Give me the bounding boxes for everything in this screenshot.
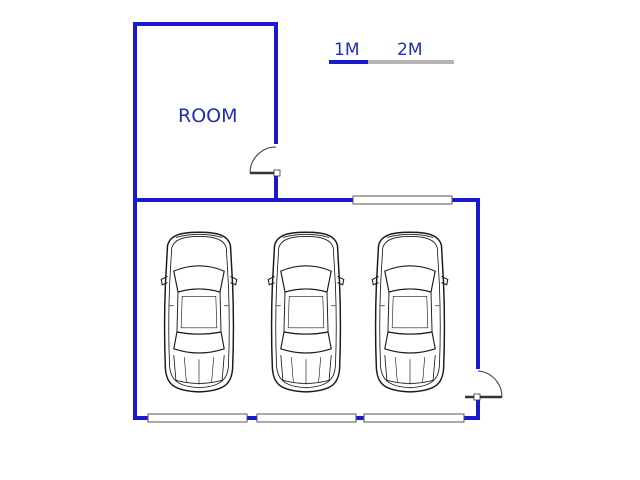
car-icon [371,231,449,393]
car-icon [267,231,345,393]
scale-label-1m: 1M [334,40,359,60]
room-walls [133,22,278,200]
scale-bar: 1M 2M [329,40,454,64]
scale-label-2m: 2M [397,40,422,60]
window-icon [147,413,248,423]
window-icon [256,413,357,423]
garage-door-swing-icon [465,369,503,401]
room-label: ROOM [178,105,238,127]
window-icon [363,413,465,423]
room-door-swing-icon [249,144,281,177]
window-icon [352,195,453,205]
car-icon [160,231,238,393]
